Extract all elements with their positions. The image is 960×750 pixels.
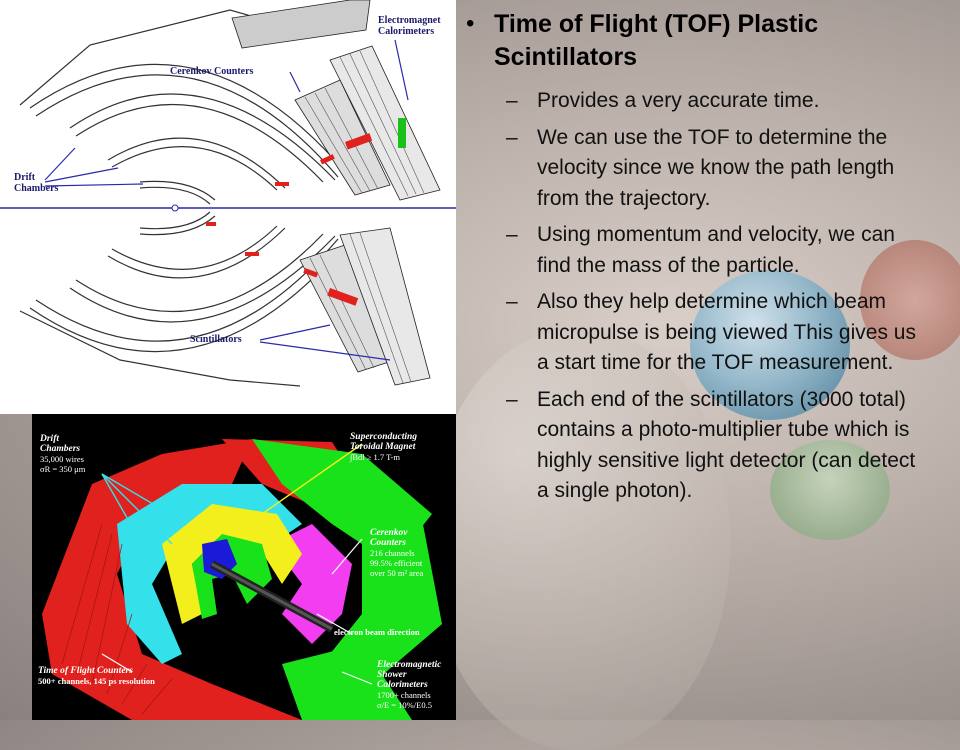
label-cerenkov-counters: Cerenkov Counters [170, 66, 254, 77]
sub-bullet-text-4: Also they help determine which beam micr… [537, 290, 916, 374]
cerenkov-efficiency: 99.5% efficient [370, 558, 423, 568]
cerenkov-title-1: Cerenkov [370, 528, 408, 538]
sub-bullet-3: – Using momentum and velocity, we can fi… [506, 220, 946, 281]
sub-bullet-2: – We can use the TOF to determine the ve… [506, 123, 946, 215]
slide-text-panel: • Time of Flight (TOF) Plastic Scintilla… [466, 8, 946, 513]
background-blue-orb [690, 270, 850, 420]
magnet-field: ∫Bdl ≥ 1.7 T-m [350, 452, 400, 462]
dash-4: – [506, 290, 518, 313]
sub-bullet-text-1: Provides a very accurate time. [537, 89, 820, 112]
sub-bullet-4: – Also they help determine which beam mi… [506, 287, 946, 379]
shower-title-1: Electromagnetic [377, 660, 442, 670]
cerenkov-area: over 50 m² area [370, 568, 424, 578]
shower-title-2: Shower [377, 670, 407, 680]
drift-resolution: σR = 350 μm [40, 464, 86, 474]
dash-1: – [506, 89, 518, 112]
tof-resolution: 500+ channels, 145 ps resolution [38, 676, 155, 686]
schematic-drawing [0, 0, 456, 387]
label-scintillators: Scintillators [190, 334, 242, 345]
shower-title-3: Calorimeters [377, 680, 428, 690]
label-3d-shower-calorimeters: Electromagnetic Shower Calorimeters 1700… [377, 660, 441, 710]
bullet-glyph: • [466, 10, 475, 37]
dash-5: – [506, 387, 518, 411]
drift-title-2: Chambers [40, 444, 81, 454]
background-swirl [430, 330, 730, 750]
main-bullet: • Time of Flight (TOF) Plastic Scintilla… [466, 8, 946, 74]
target-point [171, 204, 179, 212]
detector-3d-drawing [42, 439, 442, 720]
cerenkov-title-2: Counters [370, 538, 406, 548]
label-3d-magnet: Superconducting Toroidal Magnet ∫Bdl ≥ 1… [350, 432, 417, 462]
dash-3: – [506, 223, 518, 246]
shower-channels: 1700+ channels [377, 690, 431, 700]
label-3d-cerenkov: Cerenkov Counters 216 channels 99.5% eff… [370, 528, 423, 578]
detector-3d-image: Drift Chambers 35,000 wires σR = 350 μm … [32, 414, 456, 720]
label-drift-line1: Drift [14, 172, 36, 183]
label-calorimeters-line2: Calorimeters [378, 26, 435, 37]
sub-bullet-text-5: Each end of the scintillators (3000 tota… [537, 387, 916, 503]
sub-bullet-text-2: We can use the TOF to determine the velo… [537, 125, 895, 210]
label-electromagnet-line1: Electromagnet [378, 15, 441, 26]
label-drift-chambers: Drift Chambers [14, 172, 58, 194]
detector-schematic: Electromagnet Calorimeters Cerenkov Coun… [0, 0, 456, 414]
shower-resolution: σ/E = 10%/E0.5 [377, 700, 432, 710]
label-electromagnet-calorimeters: Electromagnet Calorimeters [378, 15, 441, 37]
dash-2: – [506, 125, 518, 149]
drift-wires: 35,000 wires [40, 454, 84, 464]
sub-bullet-1: – Provides a very accurate time. [506, 86, 946, 117]
label-drift-line2: Chambers [14, 183, 59, 194]
bullet-title: Time of Flight (TOF) Plastic Scintillato… [494, 10, 819, 71]
label-3d-tof: Time of Flight Counters 500+ channels, 1… [38, 666, 155, 686]
sub-bullet-5: – Each end of the scintillators (3000 to… [506, 385, 946, 507]
magnet-title-1: Superconducting [350, 432, 418, 442]
background-green-orb [770, 440, 890, 540]
drift-title-1: Drift [40, 434, 59, 444]
sub-bullet-text-3: Using momentum and velocity, we can find… [537, 223, 895, 277]
tof-title: Time of Flight Counters [38, 666, 133, 676]
label-3d-drift-chambers: Drift Chambers 35,000 wires σR = 350 μm [40, 434, 85, 474]
background-red-orb [860, 240, 960, 360]
cerenkov-channels: 216 channels [370, 548, 415, 558]
label-3d-beam-direction: electron beam direction [334, 627, 420, 637]
magnet-title-2: Toroidal Magnet [350, 442, 416, 452]
